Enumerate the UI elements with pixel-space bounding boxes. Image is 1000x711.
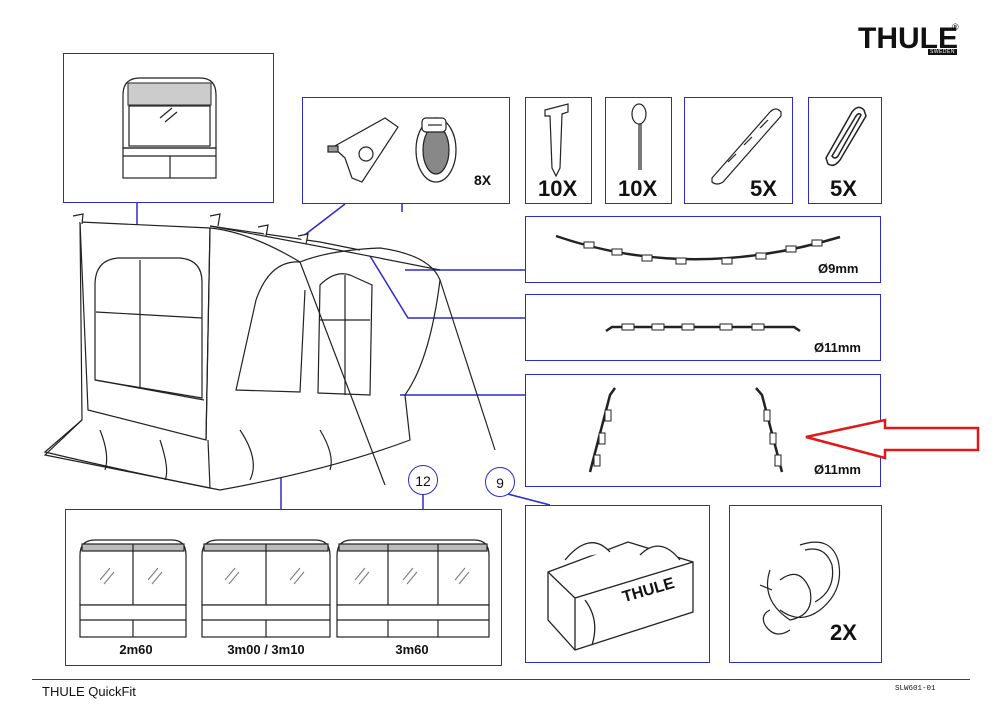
adapter-drawing	[327, 117, 457, 183]
callout-9: 9	[485, 467, 515, 497]
pole-2-diameter: Ø11mm	[814, 340, 861, 355]
pole-3-drawing	[588, 387, 784, 473]
front-panel-size-2m60: 2m60	[119, 642, 153, 657]
red-pointer-arrow	[805, 418, 980, 460]
thule-logo-sweden: SWEDEN	[928, 49, 957, 55]
pole-3-diameter: Ø11mm	[814, 462, 861, 477]
connector-lines	[136, 203, 551, 509]
side-panel-drawing	[122, 77, 217, 179]
pin-peg-quantity: 10X	[618, 176, 658, 201]
clip-drawing	[825, 106, 867, 167]
rope-drawing	[759, 541, 841, 635]
footer-document-code: SLW601-01	[895, 685, 936, 693]
awning-drawing	[43, 213, 496, 491]
front-panel-drawings	[79, 539, 490, 638]
callout-12: 12	[408, 465, 438, 495]
clip-quantity: 5X	[830, 176, 857, 201]
peg-quantity: 10X	[538, 176, 578, 201]
peg-drawing	[544, 103, 569, 178]
rope-quantity: 2X	[830, 620, 857, 645]
pin-peg-drawing	[631, 103, 647, 170]
registered-mark: ®	[952, 22, 959, 32]
bracket-quantity: 5X	[750, 176, 777, 201]
pole-1-box	[525, 216, 881, 283]
panel-glass-marks	[99, 567, 470, 585]
pole-1-drawing	[555, 234, 841, 265]
footer-divider	[32, 679, 970, 680]
front-panel-size-3m60: 3m60	[395, 642, 429, 657]
bracket-drawing	[711, 108, 782, 185]
adapter-quantity: 8X	[474, 172, 492, 188]
pole-2-drawing	[605, 323, 801, 333]
pole-3-box	[525, 374, 881, 487]
front-panel-size-3m00-3m10: 3m00 / 3m10	[227, 642, 305, 657]
footer-title: THULE QuickFit	[42, 684, 136, 699]
pole-1-diameter: Ø9mm	[818, 261, 859, 276]
bag-drawing	[547, 541, 694, 651]
rope-box	[729, 505, 882, 663]
